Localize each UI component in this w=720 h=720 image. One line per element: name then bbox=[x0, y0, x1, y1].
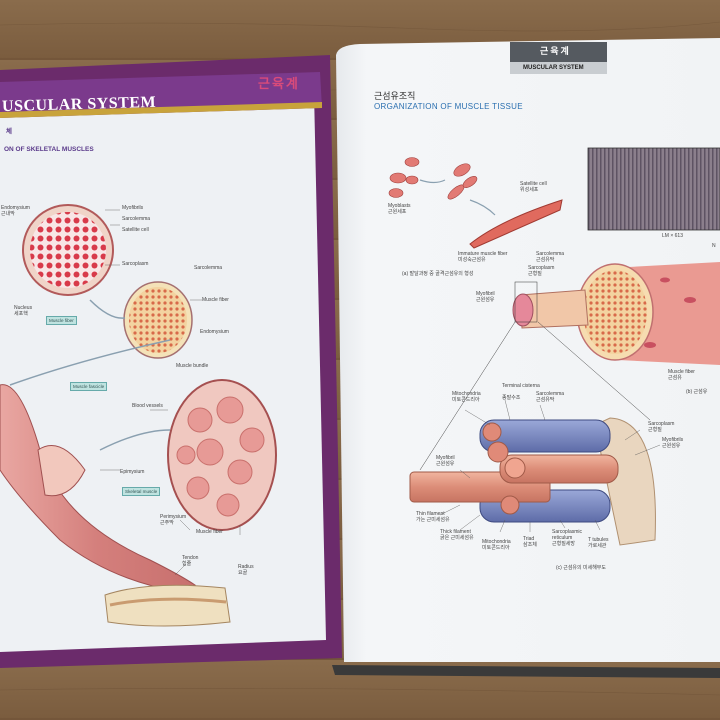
caption-c: (c) 근섬유의 미세해부도 bbox=[556, 565, 607, 571]
left-diagram-arrows bbox=[9, 299, 171, 451]
label-myofibril-r: Myofibril bbox=[476, 291, 495, 297]
label-triad-ko: 삼조체 bbox=[523, 542, 537, 548]
label-sr: Sarcoplasmic reticulum bbox=[552, 529, 583, 541]
label-sr-ko: 근형질세망 bbox=[552, 541, 576, 547]
book-page-stack bbox=[332, 665, 720, 678]
label-radius: Radius bbox=[238, 564, 254, 570]
label-terminal-cisterna-ko: 종말수조 bbox=[502, 395, 521, 401]
fine-structure-drawing bbox=[409, 417, 656, 546]
label-n-partial: N bbox=[712, 243, 716, 249]
label-muscle-fiber-r: Muscle fiber bbox=[668, 369, 695, 375]
label-muscle-bundle: Muscle bundle bbox=[176, 363, 209, 369]
label-endomysium: Endomysium bbox=[1, 205, 30, 211]
label-muscle-fibre: Muscle fiber bbox=[196, 529, 223, 535]
label-sarcoplasm-r: Sarcoplasm bbox=[528, 265, 555, 271]
label-mitochondria: Mitochondria bbox=[452, 391, 481, 397]
label-myoblasts: Myoblasts bbox=[388, 203, 411, 209]
label-myofibril-c: Myofibril bbox=[436, 455, 455, 461]
fascicle-cross-section-1 bbox=[22, 204, 114, 296]
label-mitochondria-ko: 미토콘드리아 bbox=[452, 397, 480, 403]
left-leader-lines bbox=[100, 209, 241, 576]
label-nucleus: Nucleus bbox=[14, 305, 33, 311]
label-thin-filament: Thin filament bbox=[416, 511, 445, 517]
muscle-bundle-cross-section bbox=[167, 379, 277, 531]
label-satellite-cell-r: Satellite cell bbox=[520, 181, 547, 187]
label-blood-vessels: Blood vessels bbox=[132, 403, 163, 409]
caption-b: (b) 근섬유 bbox=[686, 389, 708, 395]
label-sarcolemma-2: Sarcolemma bbox=[194, 265, 223, 271]
label-mitochondria-c-ko: 미토콘드리아 bbox=[482, 545, 510, 551]
label-sarcolemma-r: Sarcolemma bbox=[536, 251, 565, 257]
left-section-korean: 체 bbox=[6, 128, 12, 135]
label-immature-fiber: Immature muscle fiber bbox=[458, 251, 508, 257]
label-myofibrils: Myofibrils bbox=[122, 205, 144, 211]
label-t-tubules: T tubules bbox=[588, 537, 609, 543]
label-thick-filament-ko: 굵은 근미세섬유 bbox=[440, 535, 474, 541]
tendon-drawing bbox=[104, 584, 231, 627]
label-thin-filament-ko: 가는 근미세섬유 bbox=[416, 517, 450, 523]
label-lm: LM × 613 bbox=[662, 233, 683, 239]
right-heading-korean: 근섬유조직 bbox=[374, 91, 416, 101]
label-myofibril-c-ko: 근원섬유 bbox=[436, 461, 455, 467]
label-tendon-ko: 힘줄 bbox=[182, 561, 192, 567]
label-sarcolemma-c-ko: 근섬유막 bbox=[536, 397, 555, 403]
label-muscle-fiber: Muscle fiber bbox=[202, 297, 229, 303]
right-header-subband bbox=[510, 62, 607, 74]
label-sarcoplasm: Sarcoplasm bbox=[122, 261, 149, 267]
label-endomysium-ko: 근내막 bbox=[1, 211, 15, 217]
tag-skeletal-muscle: Skeletal muscle bbox=[122, 487, 161, 496]
label-sarcoplasm-c-ko: 근형질 bbox=[648, 427, 662, 433]
label-thick-filament: Thick filament bbox=[440, 529, 471, 535]
label-sarcoplasm-c: Sarcoplasm bbox=[648, 421, 675, 427]
label-perimysium-ko: 근주막 bbox=[160, 520, 174, 526]
label-endomysium-2: Endomysium bbox=[200, 329, 229, 335]
label-myofibrils-c-ko: 근원섬유 bbox=[662, 443, 681, 449]
skeletal-muscle-drawing bbox=[0, 384, 197, 593]
left-band-korean: 근육계 bbox=[258, 76, 300, 91]
immature-muscle-fiber bbox=[469, 199, 563, 249]
right-heading-english: ORGANIZATION OF MUSCLE TISSUE bbox=[374, 102, 523, 111]
right-diagram-arrows bbox=[419, 179, 496, 216]
right-band-english: MUSCULAR SYSTEM bbox=[523, 65, 584, 71]
label-satellite-cell-r-ko: 위성세포 bbox=[520, 187, 539, 193]
label-radius-ko: 요골 bbox=[238, 570, 248, 576]
label-mitochondria-c: Mitochondria bbox=[482, 539, 511, 545]
tag-muscle-fiber: Muscle fiber bbox=[46, 316, 77, 325]
label-nucleus-ko: 세포핵 bbox=[14, 311, 28, 317]
myoblast-cells bbox=[388, 157, 478, 200]
label-myofibril-r-ko: 근원섬유 bbox=[476, 297, 495, 303]
label-sarcolemma-r-ko: 근섬유막 bbox=[536, 257, 555, 263]
light-micrograph bbox=[588, 148, 720, 230]
label-t-tubules-ko: 가로세관 bbox=[588, 543, 607, 549]
label-sarcoplasm-r-ko: 근형질 bbox=[528, 271, 542, 277]
label-myoblasts-ko: 근원세포 bbox=[388, 209, 407, 215]
right-header-band bbox=[510, 42, 607, 62]
caption-a: (a) 발달과정 중 골격근섬유의 형성 bbox=[402, 271, 474, 277]
label-triad: Triad bbox=[523, 536, 535, 542]
muscle-cut-end bbox=[37, 445, 86, 497]
right-band-korean: 근육계 bbox=[540, 46, 571, 56]
fascicle-cross-section-2 bbox=[123, 281, 193, 359]
label-terminal-cisterna: Terminal cisterna bbox=[502, 383, 540, 389]
left-section-english: ON OF SKELETAL MUSCLES bbox=[4, 146, 94, 153]
label-immature-fiber-ko: 미성숙근섬유 bbox=[458, 257, 486, 263]
label-tendon: Tendon bbox=[182, 555, 199, 561]
label-sarcolemma: Sarcolemma bbox=[122, 216, 151, 222]
label-perimysium: Perimysium bbox=[160, 514, 187, 520]
tag-muscle-fascicle: Muscle fascicle bbox=[70, 382, 108, 391]
right-leader-lines bbox=[439, 399, 661, 533]
zoom-lines bbox=[419, 321, 651, 471]
label-muscle-fiber-r-ko: 근섬유 bbox=[668, 375, 682, 381]
left-title-band-highlight bbox=[0, 102, 322, 118]
label-epimysium: Epimysium bbox=[120, 469, 145, 475]
label-sarcolemma-c: Sarcolemma bbox=[536, 391, 565, 397]
muscle-fiber-cylinder bbox=[576, 262, 720, 365]
label-satellite-cell: Satellite cell bbox=[122, 227, 149, 233]
label-myofibrils-c: Myofibrils bbox=[662, 437, 684, 443]
